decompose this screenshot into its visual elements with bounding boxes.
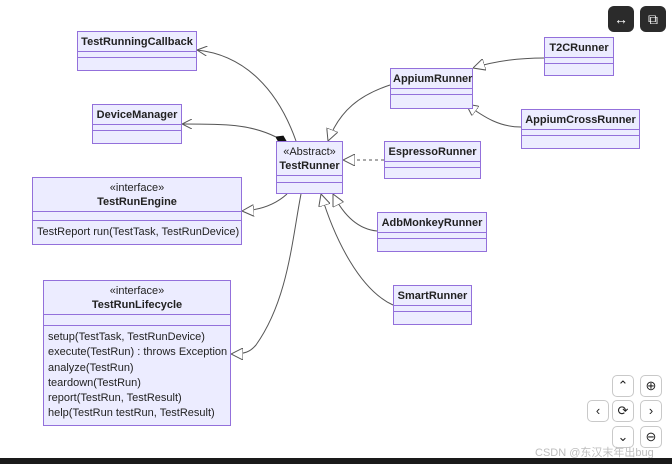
method: teardown(TestRun): [48, 376, 141, 389]
method: execute(TestRun) : throws Exception: [48, 346, 228, 359]
bottom-bar: [0, 458, 672, 464]
edge-adbmonkey-to-testrunner: [333, 194, 378, 232]
watermark-text: CSDN @东汉末年出bug: [535, 447, 654, 459]
pan-right-button[interactable]: ›: [640, 400, 662, 422]
edge-appiumrunner-to-testrunner: [328, 84, 391, 141]
stereotype-label: «interface»: [109, 285, 165, 297]
method: setup(TestTask, TestRunDevice): [48, 331, 205, 343]
abstract-test-runner[interactable]: «Abstract» TestRunner: [276, 141, 343, 194]
class-device-manager[interactable]: DeviceManager: [92, 104, 182, 144]
class-name: TestRunner: [279, 160, 340, 172]
class-appium-runner[interactable]: AppiumRunner: [390, 68, 473, 109]
class-espresso-runner[interactable]: EspressoRunner: [384, 141, 481, 179]
class-name: TestRunEngine: [97, 196, 177, 208]
method-list: setup(TestTask, TestRunDevice) execute(T…: [44, 325, 230, 425]
stereotype-label: «Abstract»: [283, 146, 336, 158]
class-name: SmartRunner: [397, 290, 468, 302]
edge-t2crunner-to-appiumrunner: [473, 57, 545, 68]
expand-icon[interactable]: ↔: [608, 6, 634, 32]
reset-view-icon[interactable]: ⟳: [612, 400, 634, 422]
zoom-out-icon[interactable]: ⊖: [640, 426, 662, 448]
pan-left-button[interactable]: ‹: [587, 400, 609, 422]
copy-icon[interactable]: ⧉: [640, 6, 666, 32]
class-name: T2CRunner: [549, 42, 609, 54]
class-adb-monkey-runner[interactable]: AdbMonkeyRunner: [377, 212, 487, 252]
method: analyze(TestRun): [48, 361, 134, 374]
method: report(TestRun, TestResult): [48, 392, 182, 405]
class-smart-runner[interactable]: SmartRunner: [393, 285, 472, 325]
class-name: AdbMonkeyRunner: [381, 217, 483, 229]
class-name: TestRunningCallback: [81, 36, 193, 48]
interface-test-run-lifecycle[interactable]: «interface» TestRunLifecycle setup(TestT…: [43, 280, 231, 426]
pan-up-button[interactable]: ⌃: [612, 375, 634, 397]
edge-testrunner-to-devicemanager: [182, 124, 276, 137]
class-name: DeviceManager: [96, 109, 178, 121]
edge-testrunner-to-testrunlifecycle: [231, 193, 302, 354]
interface-test-run-engine[interactable]: «interface» TestRunEngine TestReport run…: [32, 177, 242, 245]
method-list: TestReport run(TestTask, TestRunDevice): [33, 220, 241, 243]
edge-appiumcross-to-appiumrunner: [466, 104, 522, 128]
class-name: TestRunLifecycle: [91, 299, 183, 311]
class-name: EspressoRunner: [388, 146, 477, 158]
zoom-in-icon[interactable]: ⊕: [640, 375, 662, 397]
edge-testrunner-to-testrunengine: [242, 193, 288, 211]
method: help(TestRun testRun, TestResult): [48, 407, 215, 420]
class-appium-cross-runner[interactable]: AppiumCrossRunner: [521, 109, 640, 149]
method: TestReport run(TestTask, TestRunDevice): [37, 226, 240, 238]
class-t2c-runner[interactable]: T2CRunner: [544, 37, 614, 76]
pan-down-button[interactable]: ⌄: [612, 426, 634, 448]
edge-smartrunner-to-testrunner: [321, 194, 394, 306]
class-name: AppiumCrossRunner: [525, 114, 636, 126]
class-name: AppiumRunner: [393, 73, 473, 85]
class-test-running-callback[interactable]: TestRunningCallback: [77, 31, 197, 71]
stereotype-label: «interface»: [109, 182, 165, 194]
edge-testrunner-to-callback: [197, 50, 297, 142]
